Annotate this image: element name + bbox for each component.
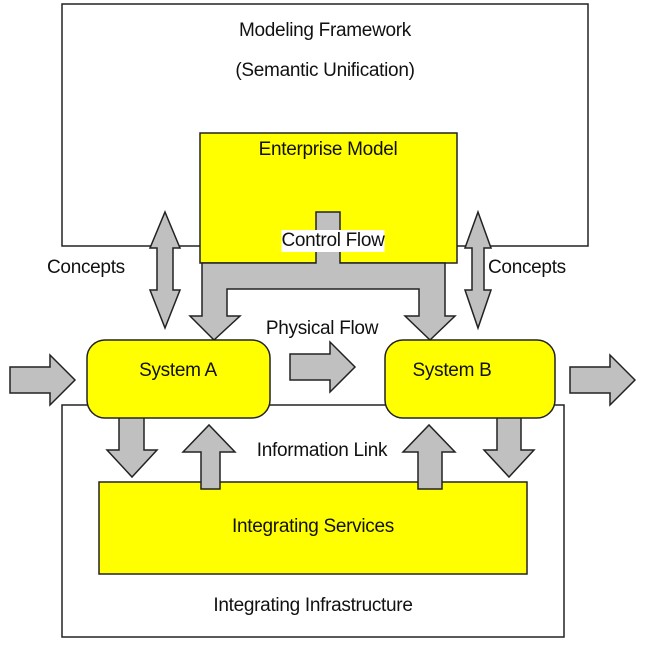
system-a-box bbox=[86, 339, 271, 419]
concepts-left-label: Concepts bbox=[47, 257, 125, 278]
enterprise-model-label: Enterprise Model bbox=[258, 139, 398, 160]
physical-flow-arrow bbox=[289, 340, 357, 394]
enterprise-model-box bbox=[199, 132, 458, 264]
system-a-label: System A bbox=[139, 360, 217, 381]
information-link-label: Information Link bbox=[256, 440, 388, 461]
integrating-infrastructure-label: Integrating Infrastructure bbox=[213, 595, 413, 616]
control-flow-label: Control Flow bbox=[281, 230, 385, 252]
concepts-right-arrow bbox=[463, 209, 493, 331]
info-up-arrow-b bbox=[401, 423, 457, 490]
system-b-label: System B bbox=[412, 360, 492, 381]
control-flow-arrow bbox=[188, 211, 457, 342]
output-arrow bbox=[569, 353, 637, 407]
physical-flow-label: Physical Flow bbox=[265, 318, 379, 339]
modeling-framework-subtitle: (Semantic Unification) bbox=[235, 60, 415, 81]
info-up-arrow-a bbox=[181, 423, 237, 490]
system-b-box bbox=[384, 339, 556, 419]
concepts-right-label: Concepts bbox=[488, 257, 566, 278]
input-arrow bbox=[9, 353, 77, 407]
modeling-framework-title: Modeling Framework bbox=[239, 20, 411, 41]
concepts-left-arrow bbox=[148, 210, 182, 331]
integrating-services-box bbox=[98, 481, 528, 575]
integrating-services-label: Integrating Services bbox=[232, 516, 394, 537]
